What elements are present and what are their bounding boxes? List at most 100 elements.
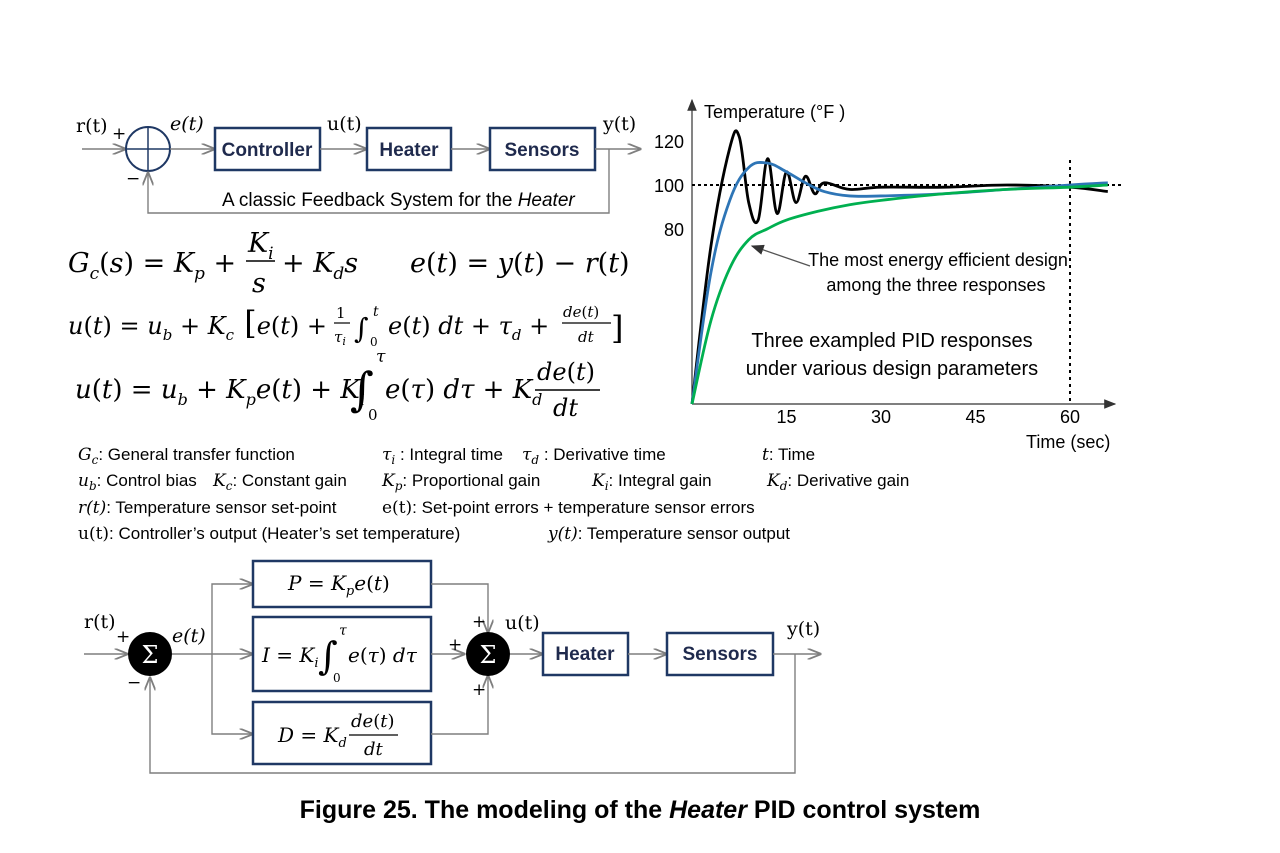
- y-axis-label: Temperature (°F ): [704, 102, 845, 122]
- pid-block-diagram: Σ P = Kpe(t) I = Ki ∫ 0 τ e(τ) dτ D = Kd…: [84, 559, 820, 774]
- svg-text:e(τ) dτ: e(τ) dτ: [348, 643, 418, 667]
- x-tick-label: 60: [1060, 407, 1080, 427]
- glossary-item: Gc: General transfer function: [78, 445, 295, 467]
- minus-sign: −: [126, 169, 140, 189]
- svg-text:+: +: [472, 612, 486, 632]
- sum-node-left: [128, 632, 172, 676]
- y-tick-label: 80: [664, 220, 684, 240]
- i-term-block: [251, 615, 433, 693]
- sigma-right: Σ: [480, 641, 497, 669]
- svg-text:0: 0: [333, 671, 341, 685]
- u-label: u(t): [327, 113, 362, 135]
- feedback-path: [148, 149, 610, 214]
- feedback-caption: A classic Feedback System for the Heater: [222, 190, 575, 211]
- chart-note-line-2: under various design parameters: [746, 358, 1038, 380]
- glossary-item: e(t): Set-point errors + temperature sen…: [382, 498, 755, 518]
- r-label: r(t): [76, 115, 108, 137]
- svg-text:0: 0: [368, 406, 378, 424]
- d-term-block: [251, 700, 433, 766]
- svg-text:t: t: [373, 304, 379, 320]
- equation-transfer-function: Gc(s) = Kp +: [68, 248, 236, 284]
- e-label: e(t): [170, 113, 204, 135]
- x-tick-label: 15: [776, 407, 796, 427]
- x-tick-label: 30: [871, 407, 891, 427]
- feedback-path-bottom: [150, 654, 796, 774]
- pid-response-chart: Temperature (°F ) Time (sec) 80 100 120 15…: [654, 98, 1122, 452]
- i-term-formula: I = Ki: [261, 643, 319, 671]
- glossary-item: Kp: Proportional gain: [381, 471, 540, 493]
- svg-text:τ: τ: [376, 347, 386, 367]
- y-label: y(t): [602, 113, 636, 135]
- r-label-bottom: r(t): [84, 611, 116, 633]
- annotation-line-1: The most energy efficient design: [808, 250, 1068, 270]
- svg-text:+: +: [116, 627, 130, 647]
- controller-block: [213, 126, 322, 172]
- chart-note-line-1: Three exampled PID responses: [751, 330, 1032, 352]
- svg-text:+: +: [448, 635, 462, 655]
- glossary-item: Kd: Derivative gain: [766, 471, 909, 493]
- svg-text:τi: τi: [334, 328, 346, 348]
- svg-text:de(t): de(t): [563, 303, 599, 321]
- glossary-item: r(t): Temperature sensor set-point: [78, 498, 337, 518]
- glossary-item: Kc: Constant gain: [212, 471, 347, 493]
- response-energy-efficient: [690, 183, 1108, 405]
- annotation-arrow: [750, 244, 811, 267]
- equation-standard-form: u(t) = ub + Kc [e(t) +: [68, 304, 327, 344]
- annotation-line-2: among the three responses: [826, 275, 1045, 295]
- sensors-block-bottom: [665, 631, 775, 677]
- svg-text:dt: dt: [553, 394, 578, 422]
- svg-text:τ: τ: [339, 623, 347, 639]
- svg-text:de(t): de(t): [537, 358, 595, 386]
- svg-text:−: −: [127, 673, 141, 693]
- e-label-bottom: e(t): [172, 625, 206, 647]
- y-label-bottom: y(t): [786, 618, 820, 640]
- equation-parallel-form: u(t) = ub + Kpe(t) + Ki: [75, 375, 365, 409]
- glossary-item: Ki: Integral gain: [591, 471, 712, 493]
- response-underdamped: [690, 129, 1108, 405]
- heater-block: [365, 126, 453, 172]
- glossary-item: ub: Control bias: [78, 471, 197, 493]
- svg-text:de(t): de(t): [351, 711, 394, 732]
- u-label-bottom: u(t): [505, 612, 540, 634]
- y-tick-label: 100: [654, 176, 684, 196]
- sensors-label: Sensors: [505, 140, 580, 161]
- top-feedback-diagram: Controller Heater Sensors r(t) + − e(t) …: [76, 113, 640, 214]
- controller-label: Controller: [222, 140, 313, 161]
- svg-text:dt: dt: [364, 739, 384, 760]
- svg-text:dt: dt: [578, 328, 595, 346]
- plus-sign: +: [112, 124, 126, 144]
- svg-text:0: 0: [370, 335, 378, 349]
- heater-block-bottom: [541, 631, 630, 677]
- svg-text:1: 1: [336, 304, 346, 322]
- svg-text:e(t) dt + τd +: e(t) dt + τd +: [388, 312, 549, 344]
- svg-text:+: +: [472, 680, 486, 700]
- svg-text:s: s: [252, 268, 266, 299]
- svg-text:∫: ∫: [354, 312, 369, 345]
- x-tick-label: 45: [965, 407, 985, 427]
- heater-label: Heater: [379, 140, 439, 161]
- svg-text:]: ]: [611, 309, 623, 347]
- y-tick-label: 120: [654, 132, 684, 152]
- sensors-block: [488, 126, 597, 172]
- x-axis-label: Time (sec): [1026, 432, 1110, 452]
- p-term-formula: P = Kpe(t): [287, 571, 390, 599]
- svg-text:Ki: Ki: [247, 228, 274, 264]
- heater-label-bottom: Heater: [555, 644, 615, 665]
- glossary-item: τd : Derivative time: [522, 445, 666, 467]
- figure-caption: Figure 25. The modeling of the Heater PI…: [299, 796, 981, 824]
- equation-error: e(t) = y(t) − r(t): [410, 248, 630, 279]
- glossary-item: t: Time: [762, 445, 815, 465]
- sum-node-right: [466, 632, 510, 676]
- sigma-left: Σ: [142, 641, 159, 669]
- svg-text:+ Kds: + Kds: [282, 248, 358, 284]
- glossary-item: u(t): Controller’s output (Heater’s set …: [78, 524, 460, 544]
- glossary: Gc: General transfer function τi : Integ…: [78, 445, 909, 544]
- sensors-label-bottom: Sensors: [683, 644, 758, 665]
- glossary-item: τi : Integral time: [382, 445, 503, 467]
- svg-text:∫: ∫: [318, 634, 338, 678]
- svg-text:∫: ∫: [350, 362, 374, 416]
- d-term-formula: D = Kd: [277, 723, 347, 751]
- glossary-item: y(t): Temperature sensor output: [547, 524, 790, 544]
- svg-text:e(τ) dτ + Kd: e(τ) dτ + Kd: [385, 375, 542, 409]
